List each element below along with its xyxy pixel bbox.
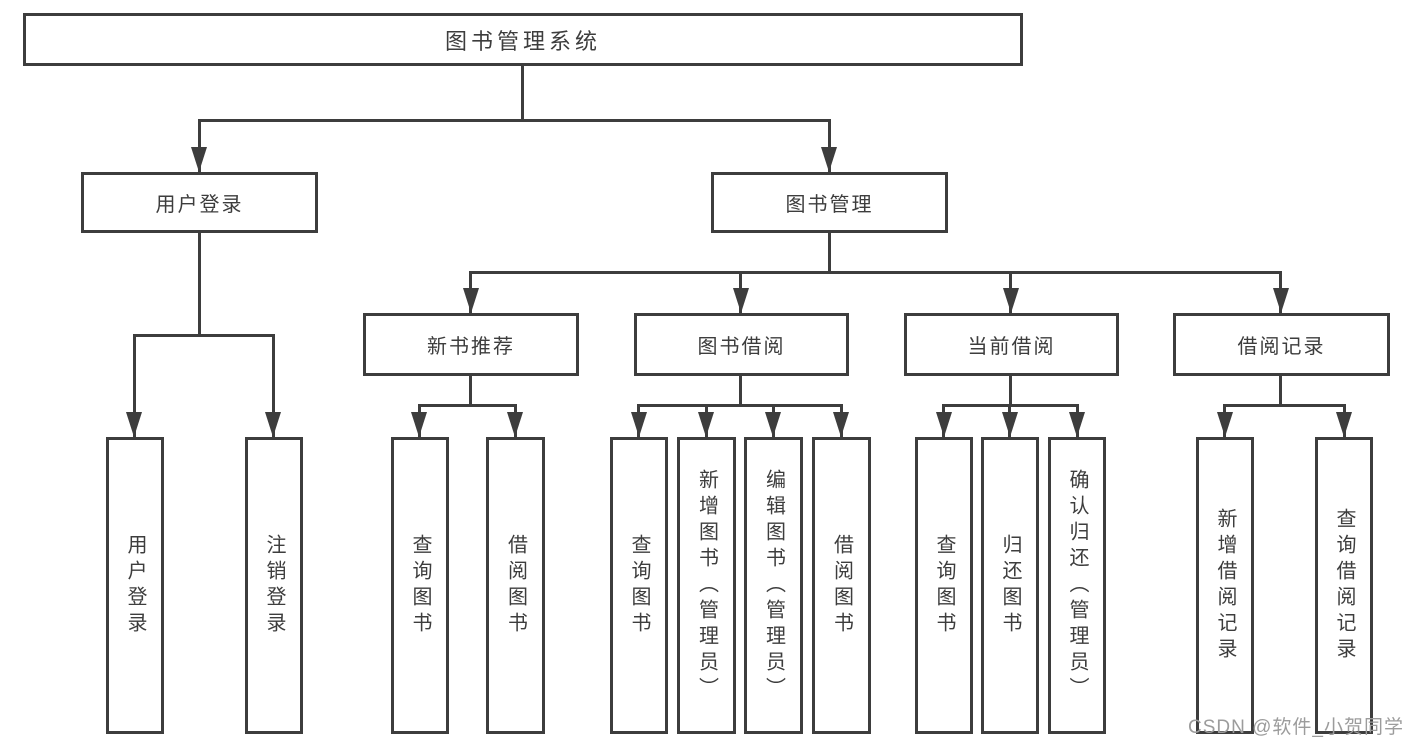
leaf-records-add: 新增借阅记录 [1196,437,1254,734]
connector-drop-book-management [828,119,831,172]
connector-new-book-recommend-stem [469,376,472,407]
node-current-borrowing-label: 当前借阅 [967,336,1056,358]
node-root: 图书管理系统 [23,13,1023,66]
leaf-records-add-label: 新增借阅记录 [1214,507,1236,664]
leaf-records-query: 查询借阅记录 [1315,437,1373,734]
leaf-newbooks-query: 查询图书 [391,437,449,734]
leaf-borrowing-edit-book-label: 编辑图书（管理员） [762,468,785,703]
node-user-login: 用户登录 [81,172,318,233]
leaf-borrowing-add-book-label: 新增图书（管理员） [695,468,718,703]
node-book-management-label: 图书管理 [785,194,874,216]
connector-level1-branch [198,119,831,122]
leaf-records-query-label: 查询借阅记录 [1333,507,1355,664]
leaf-borrowing-borrow-book: 借阅图书 [812,437,871,734]
leaf-newbooks-query-label: 查询图书 [409,533,431,638]
connector-user-login-branch [133,334,275,337]
node-book-borrowing: 图书借阅 [634,313,849,376]
arrowhead-down-icon [126,412,142,437]
arrowhead-down-icon [463,288,479,313]
arrowhead-down-icon [1273,288,1289,313]
leaf-current-confirm-return: 确认归还（管理员） [1048,437,1106,734]
leaf-user-login-label: 用户登录 [124,533,146,638]
arrowhead-down-icon [1002,412,1018,437]
leaf-current-return-label: 归还图书 [999,533,1021,638]
node-borrow-records-label: 借阅记录 [1237,336,1326,358]
arrowhead-down-icon [631,412,647,437]
leaf-newbooks-borrow-label: 借阅图书 [504,533,527,638]
node-borrow-records: 借阅记录 [1173,313,1390,376]
arrowhead-down-icon [507,412,523,437]
connector-borrow-records-stem [1279,376,1282,407]
leaf-borrowing-borrow-book-label: 借阅图书 [830,533,853,638]
arrowhead-down-icon [698,412,714,437]
node-new-book-recommend-label: 新书推荐 [427,336,515,358]
connector-book-borrowing-stem [739,376,742,407]
arrowhead-down-icon [191,147,207,172]
arrowhead-down-icon [1069,412,1085,437]
connector-drop-leaf-user-login [133,334,136,437]
arrowhead-down-icon [833,412,849,437]
arrowhead-down-icon [936,412,952,437]
leaf-current-query: 查询图书 [915,437,973,734]
connector-new-book-recommend-branch [418,404,517,407]
leaf-borrowing-query: 查询图书 [610,437,668,734]
connector-root-stem [521,66,524,120]
connector-drop-leaf-logout [272,334,275,437]
arrowhead-down-icon [1336,412,1352,437]
connector-book-management-stem [828,233,831,274]
node-book-borrowing-label: 图书借阅 [697,336,786,358]
node-new-book-recommend: 新书推荐 [363,313,579,376]
connector-user-login-stem [198,233,201,335]
leaf-logout-label: 注销登录 [263,533,285,638]
connector-level2-branch [470,271,1282,274]
leaf-current-query-label: 查询图书 [933,533,955,638]
leaf-user-login: 用户登录 [106,437,164,734]
connector-drop-user-login [198,119,201,172]
node-root-label: 图书管理系统 [444,28,601,54]
connector-borrow-records-branch [1223,404,1346,407]
leaf-borrowing-query-label: 查询图书 [628,533,650,638]
leaf-newbooks-borrow: 借阅图书 [486,437,545,734]
arrowhead-down-icon [1003,288,1019,313]
arrowhead-down-icon [1217,412,1233,437]
node-current-borrowing: 当前借阅 [904,313,1119,376]
leaf-borrowing-add-book: 新增图书（管理员） [677,437,736,734]
arrowhead-down-icon [765,412,781,437]
node-book-management: 图书管理 [711,172,948,233]
csdn-watermark: CSDN @软件_小贺同学 [1188,717,1404,738]
arrowhead-down-icon [411,412,427,437]
leaf-current-return: 归还图书 [981,437,1039,734]
arrowhead-down-icon [733,288,749,313]
leaf-current-confirm-return-label: 确认归还（管理员） [1066,468,1088,703]
leaf-borrowing-edit-book: 编辑图书（管理员） [744,437,803,734]
connector-current-borrowing-stem [1009,376,1012,407]
connector-book-borrowing-branch [637,404,843,407]
leaf-logout: 注销登录 [245,437,303,734]
arrowhead-down-icon [821,147,837,172]
arrowhead-down-icon [265,412,281,437]
node-user-login-label: 用户登录 [155,194,244,216]
